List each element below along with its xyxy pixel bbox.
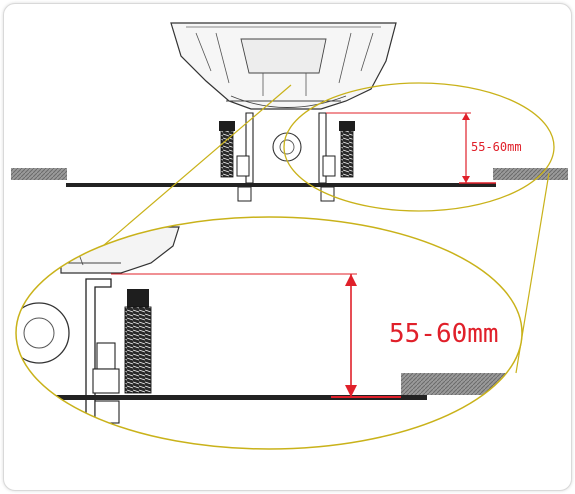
installation-diagram: 55-60mm	[11, 22, 568, 450]
zoom-view: 55-60mm	[15, 216, 523, 450]
callout-ellipse-small	[283, 82, 555, 212]
callout-connector-left	[82, 84, 292, 264]
dimension-label-large: 55-60mm	[389, 319, 499, 349]
callout-ellipse-large	[15, 216, 523, 450]
top-view: 55-60mm	[11, 22, 568, 212]
diagram-frame: 55-60mm	[3, 3, 572, 491]
dimension-label-small: 55-60mm	[471, 140, 522, 154]
